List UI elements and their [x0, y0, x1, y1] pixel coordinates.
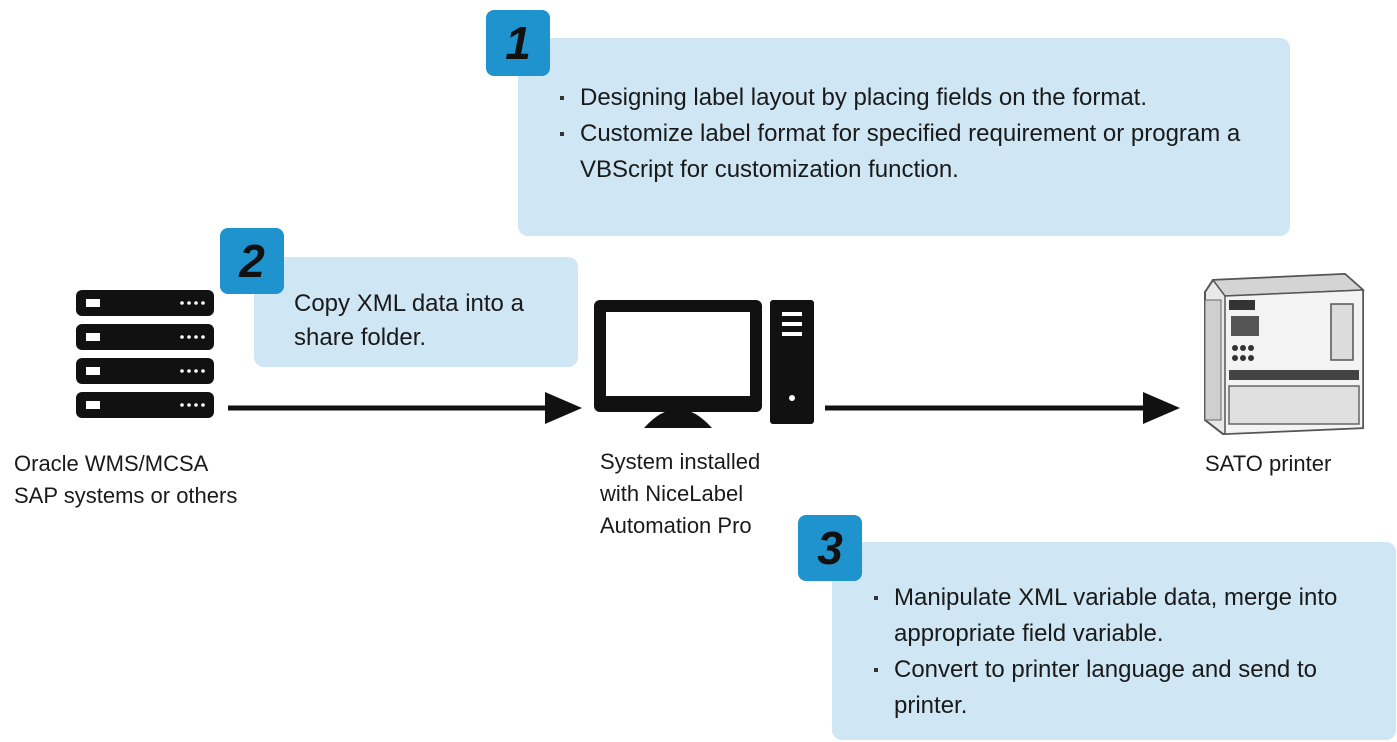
badge-2: 2: [220, 228, 284, 294]
printer-label: SATO printer: [1205, 451, 1332, 476]
desktop-computer-icon: [594, 300, 814, 428]
printer-icon: [1204, 272, 1365, 436]
source-label-line: SAP systems or others: [14, 483, 238, 508]
badge-3: 3: [798, 515, 862, 581]
source-label: Oracle WMS/MCSA SAP systems or others: [14, 448, 237, 512]
system-label-line: System installed: [600, 449, 761, 474]
server-stack-icon: [76, 290, 214, 418]
badge-1: 1: [486, 10, 550, 76]
callout-3: Manipulate XML variable data, merge into…: [832, 542, 1396, 740]
source-label-line: Oracle WMS/MCSA: [14, 451, 209, 476]
arrow-system-to-printer: [825, 392, 1180, 424]
system-label: System installed with NiceLabel Automati…: [600, 446, 760, 542]
callout-3-bullet: Manipulate XML variable data, merge into…: [868, 580, 1388, 652]
callout-1-bullet: Customize label format for specified req…: [554, 116, 1274, 188]
callout-3-bullet: Convert to printer language and send to …: [868, 652, 1388, 724]
callout-1-list: Designing label layout by placing fields…: [554, 80, 1274, 188]
system-label-line: with NiceLabel: [600, 481, 744, 506]
arrow-source-to-system: [228, 392, 582, 424]
callout-2: Copy XML data into a share folder.: [254, 257, 578, 367]
system-label-line: Automation Pro: [600, 513, 752, 538]
callout-1-bullet: Designing label layout by placing fields…: [554, 80, 1274, 116]
callout-2-text: Copy XML data into a share folder.: [294, 290, 524, 351]
callout-3-list: Manipulate XML variable data, merge into…: [868, 580, 1388, 724]
callout-1: Designing label layout by placing fields…: [518, 38, 1290, 236]
